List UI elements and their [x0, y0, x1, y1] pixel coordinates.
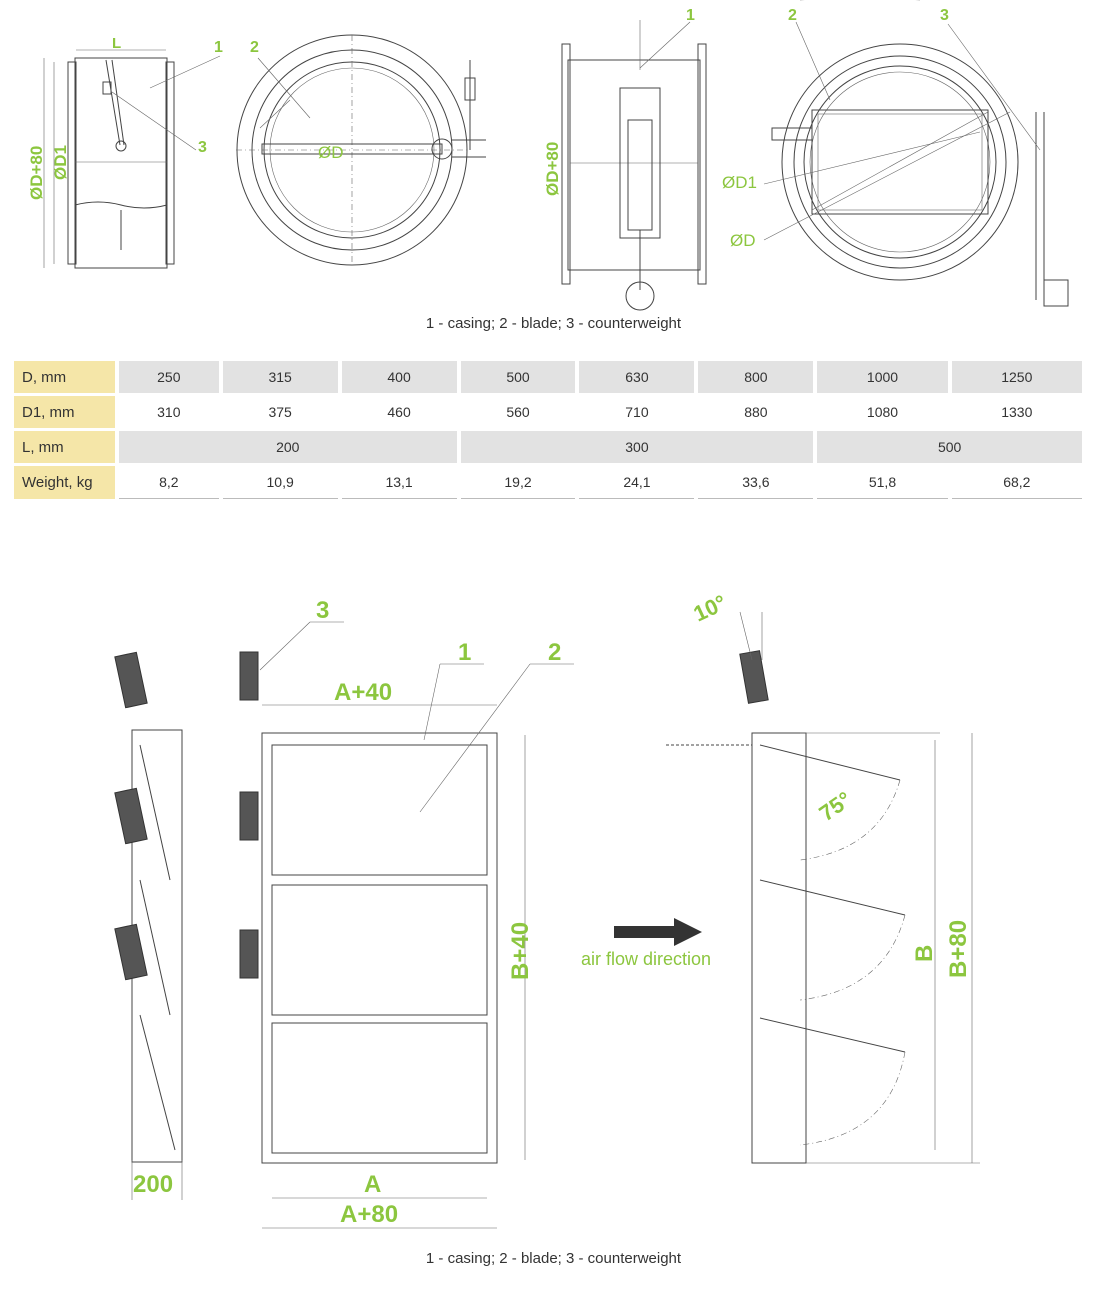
row-label: D, mm	[14, 361, 115, 393]
right-label-3: 3	[940, 7, 949, 24]
round-damper-side-view: L 1 3 ØD+80 ØD1	[27, 35, 223, 269]
table-cell: 400	[341, 361, 457, 393]
table-row: Weight, kg 8,2 10,9 13,1 19,2 24,1 33,6 …	[14, 466, 1082, 499]
table-row: D1, mm 310 375 460 560 710 880 1080 1330	[14, 396, 1082, 428]
label-d1: ØD1	[51, 145, 70, 180]
table-cell: 33,6	[698, 466, 814, 499]
mid-label-d80: ØD+80	[543, 142, 562, 196]
label-od: ØD	[318, 143, 344, 162]
label-L: L	[112, 35, 121, 52]
round-damper-front-view-2: 2 3 ØD1 ØD	[722, 0, 1069, 307]
right-label-2: 2	[788, 7, 797, 24]
table-cell: 51,8	[817, 466, 948, 499]
label-2: 2	[250, 39, 259, 56]
label-200: 200	[133, 1171, 173, 1198]
table-cell: 500	[817, 431, 1082, 463]
table-cell: 1000	[817, 361, 948, 393]
table-cell: 24,1	[579, 466, 695, 499]
table-cell: 68,2	[951, 466, 1082, 499]
round-damper-side-view-2: 1 ØD+80	[543, 7, 707, 311]
label-n2: 2	[548, 639, 561, 666]
label-3: 3	[198, 139, 207, 156]
table-cell: 315	[222, 361, 338, 393]
label-a: A	[364, 1171, 381, 1198]
table-cell: 300	[460, 431, 814, 463]
table-cell: 1330	[951, 396, 1082, 428]
airflow-arrow: air flow direction	[581, 918, 711, 969]
table-cell: 880	[698, 396, 814, 428]
label-b40: B+40	[507, 922, 534, 980]
rect-damper-front-view: 3 1 2 A+40 B+40 A A+80	[239, 597, 574, 1229]
table-cell: 375	[222, 396, 338, 428]
label-75deg: 75°	[815, 787, 857, 827]
label-a40: A+40	[334, 679, 392, 706]
table-cell: 8,2	[119, 466, 219, 499]
right-label-d: ØD	[730, 231, 756, 250]
label-airflow: air flow direction	[581, 949, 711, 969]
table-cell: 800	[698, 361, 814, 393]
label-1: 1	[214, 39, 223, 56]
table-cell: 710	[579, 396, 695, 428]
table-row: D, mm 250 315 400 500 630 800 1000 1250	[14, 361, 1082, 393]
table-cell: 500	[460, 361, 576, 393]
right-label-d1: ØD1	[722, 173, 757, 192]
label-d80: ØD+80	[27, 146, 46, 200]
table-cell: 630	[579, 361, 695, 393]
table-cell: 200	[119, 431, 457, 463]
table-row: L, mm 200 300 500	[14, 431, 1082, 463]
table-cell: 10,9	[222, 466, 338, 499]
label-n1: 1	[458, 639, 471, 666]
table-cell: 460	[341, 396, 457, 428]
row-label: D1, mm	[14, 396, 115, 428]
row-label: L, mm	[14, 431, 115, 463]
label-a80: A+80	[340, 1201, 398, 1228]
rect-damper-side-view: 200	[114, 651, 183, 1200]
table-cell: 560	[460, 396, 576, 428]
table-cell: 13,1	[341, 466, 457, 499]
mid-label-1: 1	[686, 7, 695, 24]
round-damper-front-view: 2 ØD	[236, 34, 486, 266]
label-n3: 3	[316, 597, 329, 624]
table-cell: 250	[119, 361, 219, 393]
table-cell: 1080	[817, 396, 948, 428]
table-cell: 310	[119, 396, 219, 428]
caption-bottom: 1 - casing; 2 - blade; 3 - counterweight	[425, 1250, 682, 1267]
table-cell: 19,2	[460, 466, 576, 499]
rect-damper-section-view: 10° 75° B B+80	[666, 590, 980, 1164]
label-b80: B+80	[945, 920, 972, 978]
label-10deg: 10°	[690, 590, 731, 627]
table-cell: 1250	[951, 361, 1082, 393]
caption-top: 1 - casing; 2 - blade; 3 - counterweight	[425, 315, 682, 332]
label-b: B	[911, 945, 938, 962]
row-label: Weight, kg	[14, 466, 115, 499]
spec-table: D, mm 250 315 400 500 630 800 1000 1250 …	[10, 358, 1086, 502]
